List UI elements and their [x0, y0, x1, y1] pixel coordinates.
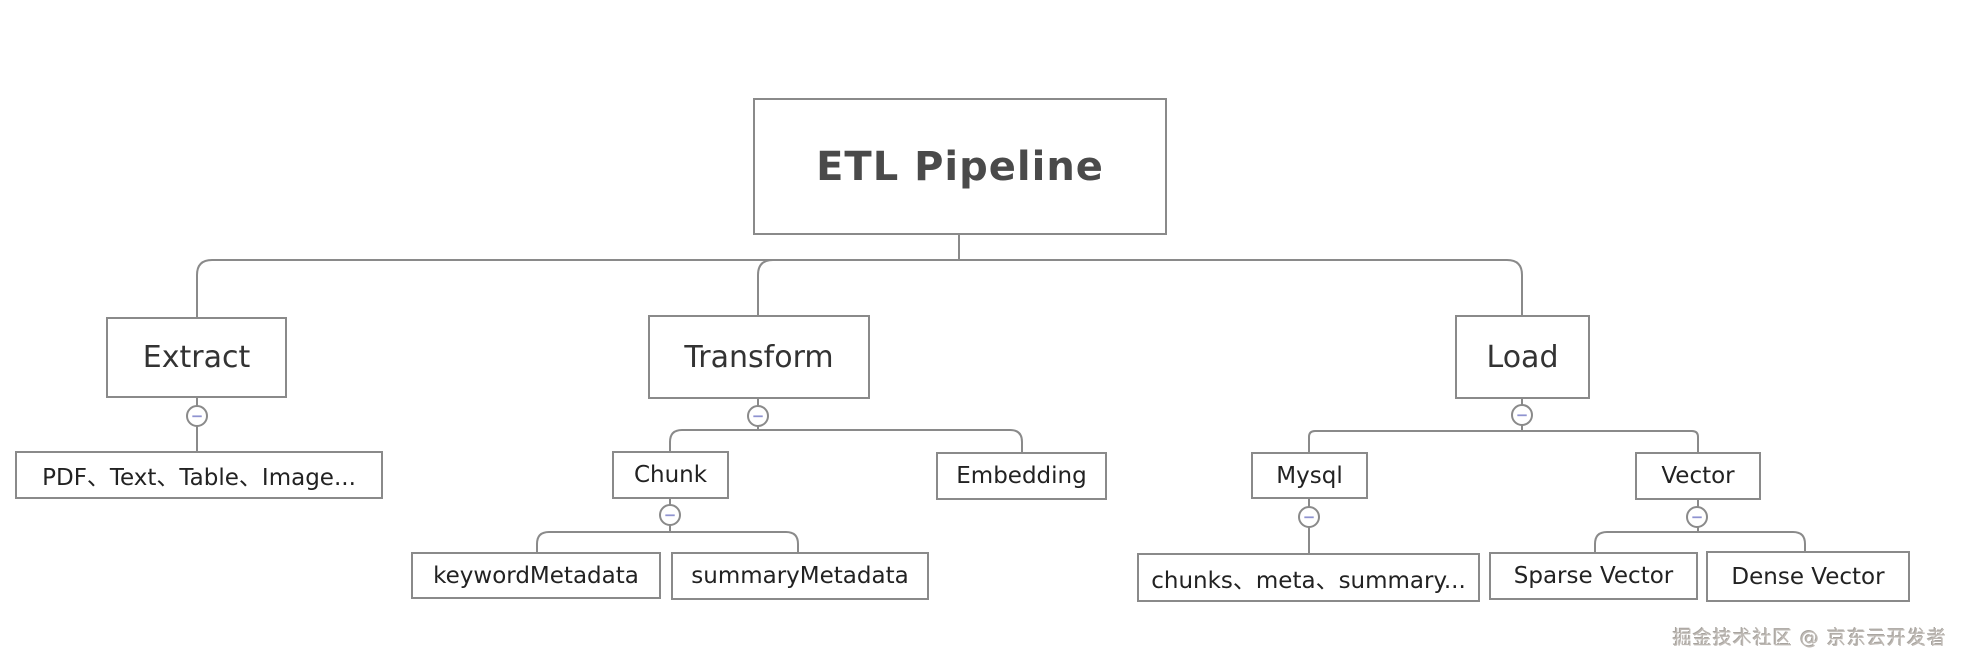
mysql-collapse-toggle-icon[interactable]: −	[1298, 506, 1320, 528]
chunk-collapse-toggle-icon[interactable]: −	[659, 504, 681, 526]
node-chunk[interactable]: Chunk	[612, 451, 729, 499]
node-mysql-fields[interactable]: chunks、meta、summary...	[1137, 553, 1480, 602]
transform-collapse-toggle-icon[interactable]: −	[747, 405, 769, 427]
node-etl-pipeline[interactable]: ETL Pipeline	[753, 98, 1167, 235]
vector-collapse-toggle-icon[interactable]: −	[1686, 506, 1708, 528]
node-embedding[interactable]: Embedding	[936, 452, 1107, 500]
node-extract[interactable]: Extract	[106, 317, 287, 398]
node-summary-metadata[interactable]: summaryMetadata	[671, 552, 929, 600]
node-load[interactable]: Load	[1455, 315, 1590, 399]
node-keyword-metadata[interactable]: keywordMetadata	[411, 552, 661, 599]
node-mysql[interactable]: Mysql	[1251, 452, 1368, 499]
extract-collapse-toggle-icon[interactable]: −	[186, 405, 208, 427]
node-dense-vector[interactable]: Dense Vector	[1706, 551, 1910, 602]
node-extract-sources[interactable]: PDF、Text、Table、Image...	[15, 451, 383, 499]
watermark-text: 掘金技术社区 @ 京东云开发者	[1672, 627, 1947, 649]
load-collapse-toggle-icon[interactable]: −	[1511, 404, 1533, 426]
node-vector[interactable]: Vector	[1635, 452, 1761, 500]
node-sparse-vector[interactable]: Sparse Vector	[1489, 552, 1698, 600]
node-transform[interactable]: Transform	[648, 315, 870, 399]
